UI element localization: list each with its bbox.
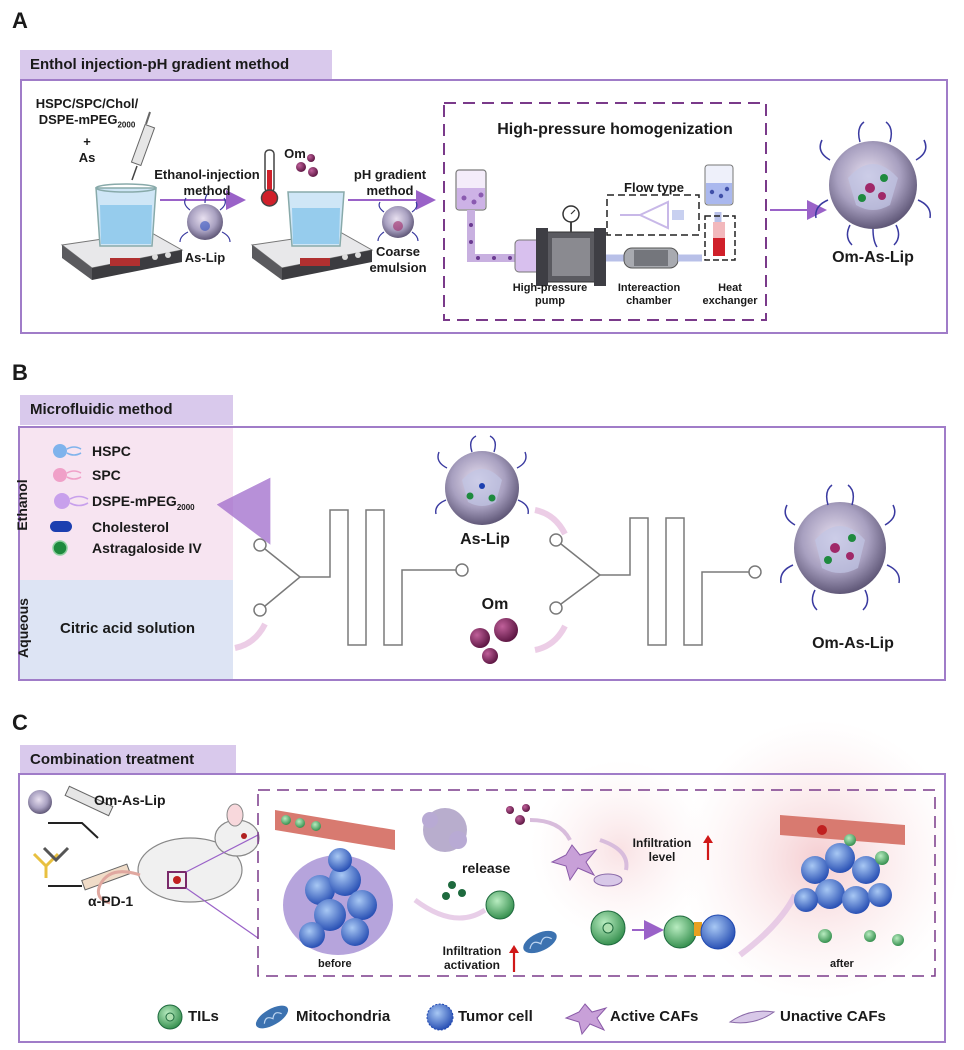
tumor-microenvironment-box (257, 789, 936, 977)
as-lip-label-a: As-Lip (184, 250, 226, 265)
hot-plate-2 (250, 191, 374, 280)
after-label: after (830, 958, 854, 970)
legend-tils-label: TILs (188, 1008, 219, 1025)
hph-title: High-pressure homogenization (497, 121, 733, 138)
legend-spc-label: SPC (92, 467, 121, 483)
heat-exchanger (704, 164, 736, 261)
panel-b-letter: B (12, 360, 28, 385)
legend-dspe-icon (54, 493, 89, 509)
om-as-lip-label-b: Om-As-Lip (812, 635, 894, 652)
thermometer-icon (260, 149, 279, 207)
flow-type-label: Flow type (624, 180, 684, 195)
release-cluster (422, 804, 530, 900)
legend-spc-icon (53, 468, 82, 482)
release-label: release (462, 860, 511, 876)
hot-plate-1 (60, 183, 184, 280)
panel-c-title: Combination treatment (20, 745, 236, 775)
lipids-label: HSPC/SPC/Chol/ DSPE-mPEG2000 + As (35, 96, 139, 165)
legend-astragaloside-icon (52, 540, 68, 556)
legend-tils-icon (157, 1004, 183, 1030)
interaction-chamber (623, 247, 679, 269)
before-label: before (318, 958, 352, 970)
high-pressure-pump (514, 205, 606, 286)
aqueous-phase-label: Aqueous (15, 598, 31, 658)
legend-unactive-cafs-icon (728, 1010, 776, 1024)
ph-gradient-label: pH gradient method (353, 167, 427, 198)
heat-exchanger-label: Heat exchanger (702, 282, 758, 307)
microfluidic-chip-2 (549, 517, 762, 646)
panel-c-letter: C (12, 710, 28, 735)
tumor-after (780, 815, 905, 946)
as-lip-particle-b (435, 435, 529, 525)
legend-hspc-icon (53, 444, 82, 458)
syringe-icon-a (130, 111, 156, 181)
om-as-lip-label-a: Om-As-Lip (832, 249, 914, 266)
legend-dspe-label: DSPE-mPEG2000 (92, 493, 195, 512)
tumor-before (275, 810, 395, 955)
om-as-lip-syringe (28, 785, 114, 839)
ethanol-phase-label: Ethanol (14, 479, 30, 531)
om-label-b: Om (481, 596, 509, 613)
panel-a-frame (20, 79, 948, 334)
reservoir-left (455, 169, 487, 211)
as-lip-label-b: As-Lip (460, 531, 510, 548)
aqueous-phase-bg (20, 580, 233, 679)
hph-box (443, 102, 767, 321)
legend-cholesterol-icon (50, 521, 72, 532)
pump-label: High-pressure pump (512, 282, 588, 307)
panel-a-title: Enthol injection-pH gradient method (20, 50, 332, 80)
citric-acid-label: Citric acid solution (60, 620, 196, 637)
coarse-emulsion-label: Coarse emulsion (369, 244, 427, 275)
panel-a-letter: A (12, 8, 28, 33)
legend-tumor-cell-icon (426, 1003, 454, 1031)
panel-b-title: Microfluidic method (20, 395, 233, 425)
legend-cholesterol-label: Cholesterol (92, 519, 170, 535)
as-lip-particle-a (179, 192, 231, 243)
panel-b-frame (18, 426, 946, 681)
legend-tumor-cell-label: Tumor cell (458, 1008, 533, 1025)
infiltration-level-label: Infiltration level (632, 836, 692, 864)
panel-c-frame (18, 773, 946, 1043)
om-as-lip-label-c: Om-As-Lip (94, 792, 166, 808)
legend-mitochondria-icon (255, 1005, 289, 1029)
om-label-a: Om (284, 146, 306, 161)
legend-unactive-cafs-label: Unactive CAFs (780, 1008, 886, 1025)
legend-active-cafs-icon (564, 1003, 608, 1036)
om-as-lip-particle-b (780, 484, 900, 611)
alpha-pd1-label: α-PD-1 (88, 893, 134, 909)
chamber-label: Intereaction chamber (617, 282, 681, 307)
infiltration-activation-label: Infiltration activation (442, 944, 502, 972)
legend-hspc-label: HSPC (92, 443, 131, 459)
legend-astragaloside-label: Astragaloside IV (92, 540, 202, 556)
om-as-lip-particle-a (815, 121, 931, 248)
legend-mitochondria-label: Mitochondria (296, 1008, 391, 1025)
ethanol-injection-label: Ethanol-injection method (154, 167, 260, 198)
legend-active-cafs-label: Active CAFs (610, 1008, 699, 1025)
coarse-emulsion-particle (377, 201, 419, 242)
